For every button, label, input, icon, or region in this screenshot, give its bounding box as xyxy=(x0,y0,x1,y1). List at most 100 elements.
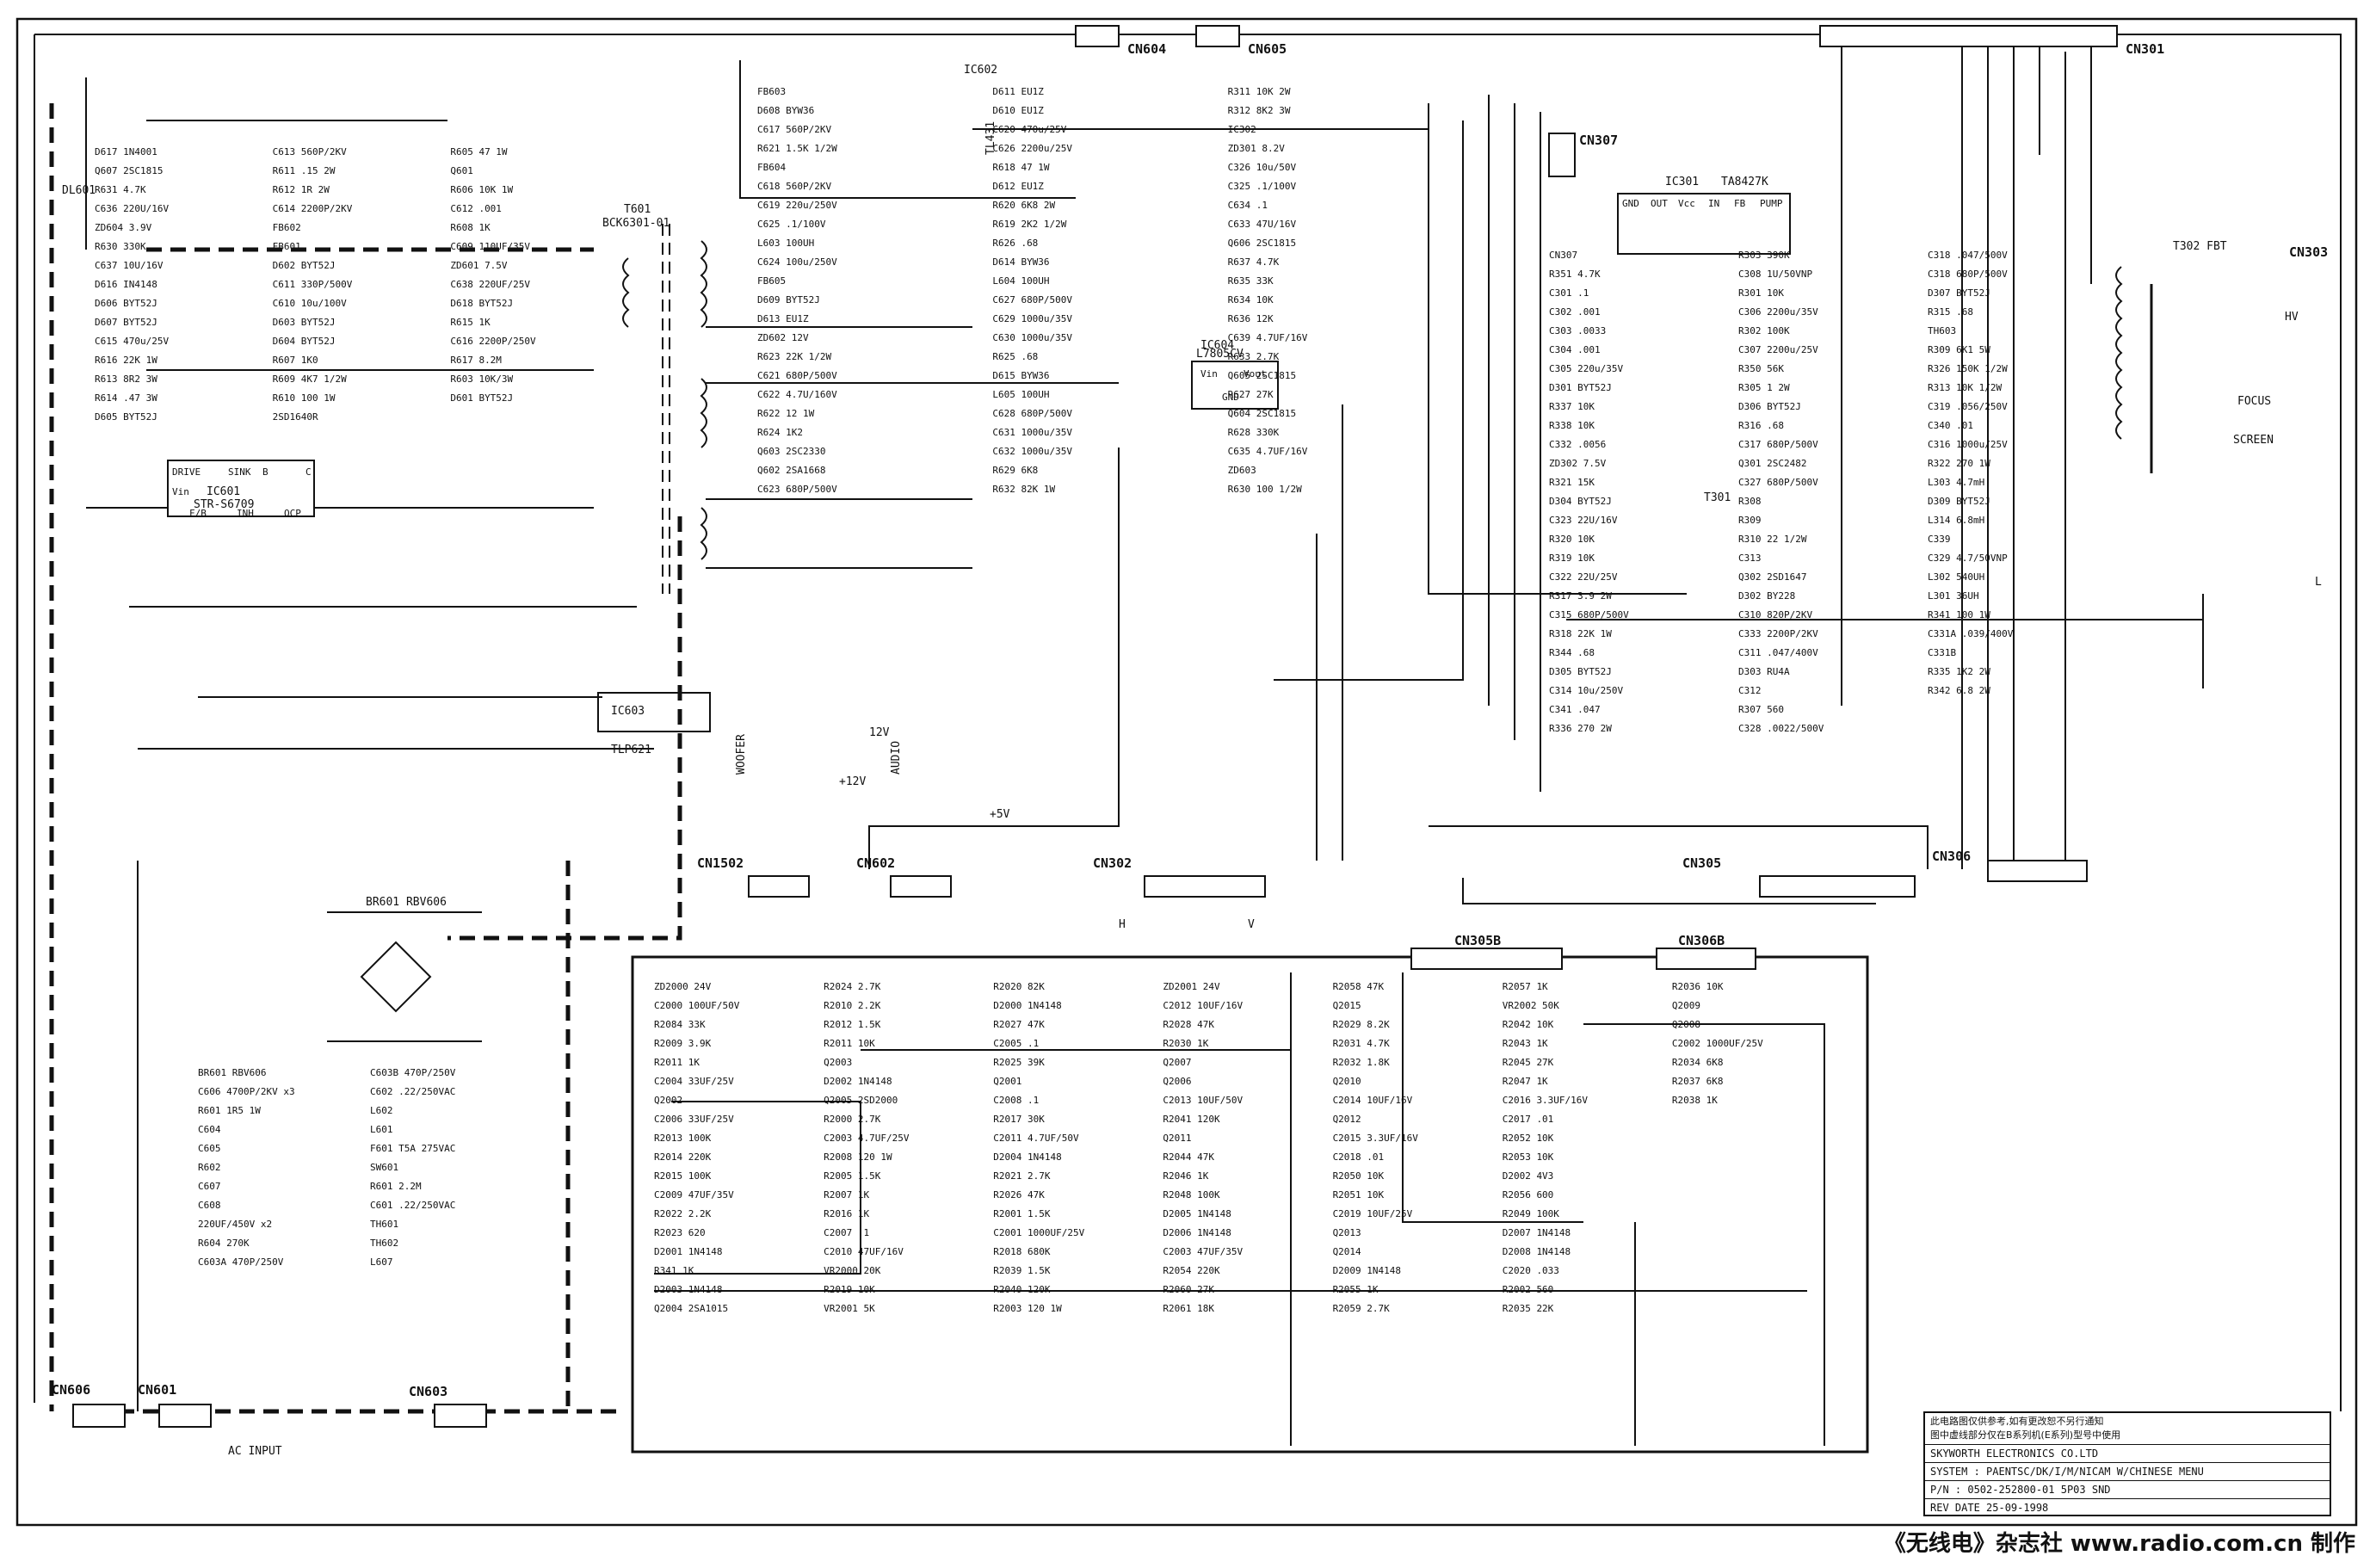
cn602-label: CN602 xyxy=(856,855,895,871)
component-label: R319 10K xyxy=(1549,553,1595,564)
ic603-label: IC603 xyxy=(611,705,645,718)
component-label: R2023 620 xyxy=(654,1227,706,1238)
component-label: D2000 1N4148 xyxy=(993,1000,1061,1011)
component-label: R606 10K 1W xyxy=(450,184,513,195)
component-label: R2009 3.9K xyxy=(654,1038,712,1049)
component-label: L601 xyxy=(370,1124,393,1135)
component-label: VR2000 20K xyxy=(824,1265,881,1276)
component-label: R303 390K xyxy=(1738,250,1790,261)
component-label: Q2014 xyxy=(1333,1246,1361,1257)
component-label: D303 RU4A xyxy=(1738,666,1790,677)
t601-transformer xyxy=(622,224,707,594)
component-label: R2048 100K xyxy=(1163,1189,1220,1201)
component-label: C339 xyxy=(1928,534,1951,545)
component-label: R2016 1K xyxy=(824,1208,869,1219)
component-label: Q2013 xyxy=(1333,1227,1361,1238)
component-label: D2004 1N4148 xyxy=(993,1151,1061,1163)
component-label: R2042 10K xyxy=(1503,1019,1554,1030)
component-label: C2010 47UF/16V xyxy=(824,1246,904,1257)
relay-label: DL601 xyxy=(62,184,96,197)
component-label: C307 2200u/25V xyxy=(1738,344,1818,355)
component-label: C326 10u/50V xyxy=(1228,162,1297,173)
component-label: R635 33K xyxy=(1228,275,1274,287)
component-label: D605 BYT52J xyxy=(95,411,157,423)
component-label: C340 .01 xyxy=(1928,420,1973,431)
component-label: R2032 1.8K xyxy=(1333,1057,1391,1068)
component-label: R2027 47K xyxy=(993,1019,1045,1030)
component-label: C2012 10UF/16V xyxy=(1163,1000,1243,1011)
component-label: C325 .1/100V xyxy=(1228,181,1297,192)
component-label: D608 BYW36 xyxy=(757,105,814,116)
component-label: C313 xyxy=(1738,553,1762,564)
component-label: R634 10K xyxy=(1228,294,1274,306)
component-label: R2002 560 xyxy=(1503,1284,1554,1295)
component-label: C318 .047/500V xyxy=(1928,250,2008,261)
component-label: C626 2200u/25V xyxy=(992,143,1072,154)
l-label: L xyxy=(2315,576,2322,589)
component-label: C329 4.7/50VNP xyxy=(1928,553,2008,564)
component-label: L301 36UH xyxy=(1928,590,1979,602)
component-label: L302 540UH xyxy=(1928,571,1984,583)
component-label: C609 110UF/35V xyxy=(450,241,530,252)
component-label: R2018 680K xyxy=(993,1246,1051,1257)
component-label: D306 BYT52J xyxy=(1738,401,1801,412)
ic604-label: IC604 xyxy=(1200,339,1234,352)
drawing-border xyxy=(15,17,2358,1527)
ic601-pin-vin: Vin xyxy=(172,486,189,497)
component-label: D615 BYW36 xyxy=(992,370,1049,381)
component-label: R350 56K xyxy=(1738,363,1784,374)
component-label: R615 1K xyxy=(450,317,491,328)
component-label: C2001 1000UF/25V xyxy=(993,1227,1084,1238)
component-label: ZD302 7.5V xyxy=(1549,458,1607,469)
component-label: R336 270 2W xyxy=(1549,723,1612,734)
component-label: FB601 xyxy=(273,241,301,252)
component-label: C318 680P/500V xyxy=(1928,269,2008,280)
component-label: C631 1000u/35V xyxy=(992,427,1072,438)
component-label: D607 BYT52J xyxy=(95,317,157,328)
component-label: C316 1000u/25V xyxy=(1928,439,2008,450)
component-label: R601 2.2M xyxy=(370,1181,422,1192)
component-label: CN307 xyxy=(1549,250,1577,261)
ic301-pin-pump: PUMP xyxy=(1760,198,1783,209)
ic301-pin-fb: FB xyxy=(1734,198,1746,209)
component-label: D618 BYT52J xyxy=(450,298,513,309)
component-label: R2037 6K8 xyxy=(1672,1076,1724,1087)
component-label: R316 .68 xyxy=(1738,420,1784,431)
component-label: R2029 8.2K xyxy=(1333,1019,1391,1030)
component-label: D617 1N4001 xyxy=(95,146,157,157)
title-system: SYSTEM : PAENTSC/DK/I/M/NICAM W/CHINESE … xyxy=(1925,1463,2330,1481)
component-label: Q2009 xyxy=(1672,1000,1700,1011)
cn604-header xyxy=(1075,25,1120,47)
component-label: R631 4.7K xyxy=(95,184,146,195)
component-label: C312 xyxy=(1738,685,1762,696)
component-label: C2013 10UF/50V xyxy=(1163,1095,1243,1106)
component-label: C315 680P/500V xyxy=(1549,609,1629,620)
component-label: R607 1K0 xyxy=(273,355,318,366)
component-label: D304 BYT52J xyxy=(1549,496,1612,507)
component-label: C308 1U/50VNP xyxy=(1738,269,1812,280)
ic604-pin-vout: Vout xyxy=(1244,368,1267,380)
component-label: R2056 600 xyxy=(1503,1189,1554,1201)
component-label: C302 .001 xyxy=(1549,306,1601,318)
component-label: R629 6K8 xyxy=(992,465,1038,476)
cn305-label: CN305 xyxy=(1682,855,1721,871)
component-label: R610 100 1W xyxy=(273,392,336,404)
component-label: R2039 1.5K xyxy=(993,1265,1051,1276)
component-label: R611 .15 2W xyxy=(273,165,336,176)
component-label: R613 8R2 3W xyxy=(95,373,157,385)
ic301-label: IC301 xyxy=(1665,176,1699,188)
cn605-header xyxy=(1195,25,1240,47)
component-label: R616 22K 1W xyxy=(95,355,157,366)
component-label: Q607 2SC1815 xyxy=(95,165,163,176)
ic602-part-label: TL431 xyxy=(984,121,997,155)
component-label: C2018 .01 xyxy=(1333,1151,1385,1163)
component-label: C311 .047/400V xyxy=(1738,647,1818,658)
component-label: R2013 100K xyxy=(654,1133,712,1144)
component-label: IC302 xyxy=(1228,124,1256,135)
component-label: FB603 xyxy=(757,86,786,97)
component-label: C634 .1 xyxy=(1228,200,1268,211)
component-label: C606 4700P/2KV x3 xyxy=(198,1086,295,1097)
